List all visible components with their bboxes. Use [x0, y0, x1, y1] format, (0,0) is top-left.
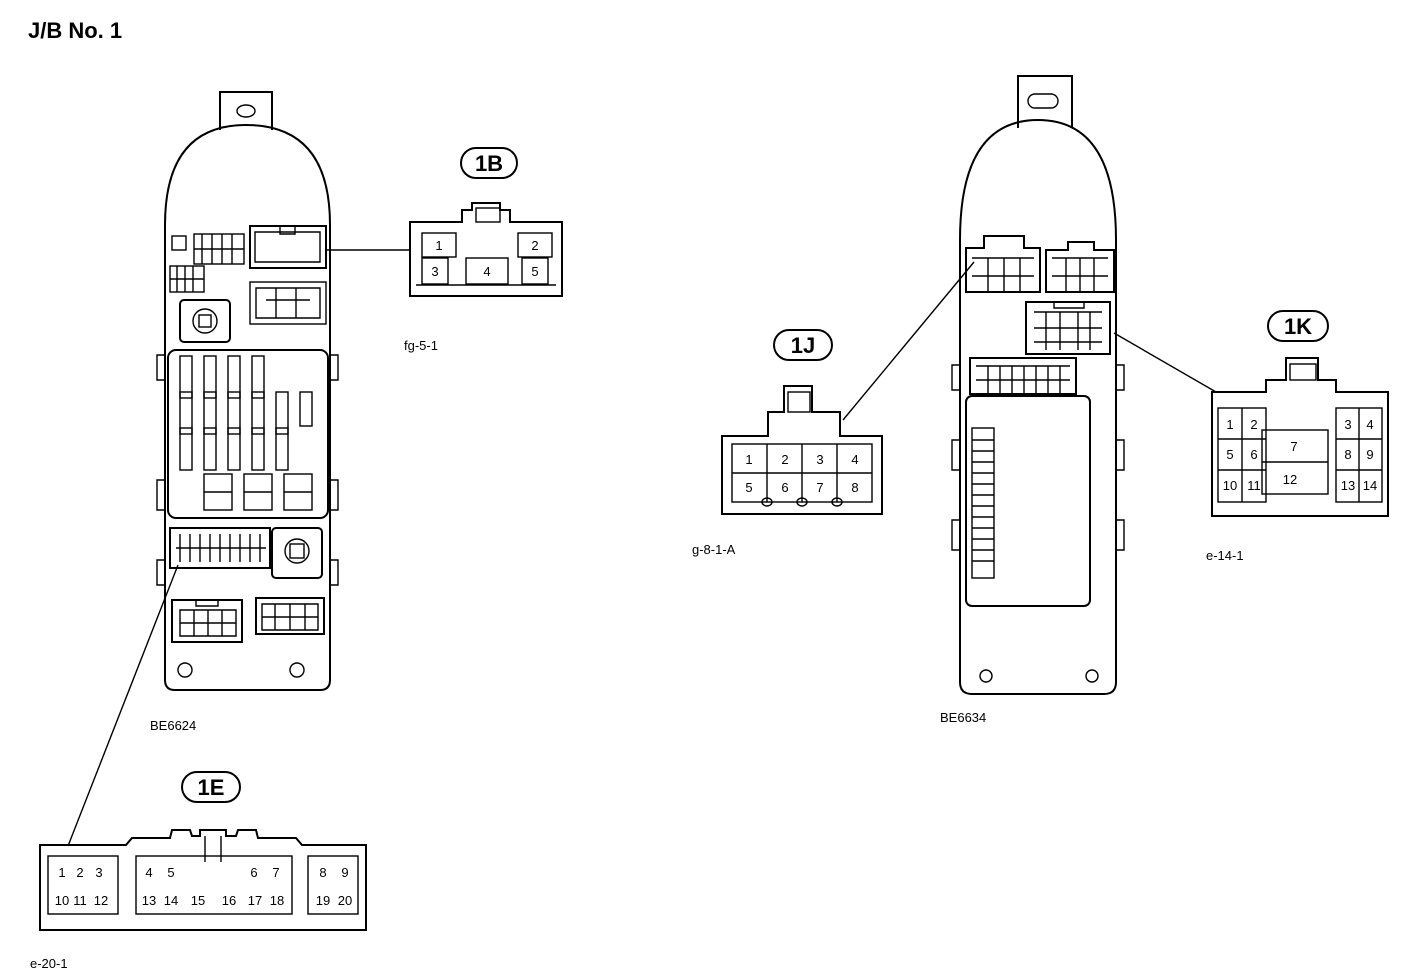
pin-1J-6: 6 — [781, 480, 788, 495]
pin-1E-10: 10 — [55, 893, 69, 908]
fuse-slot — [227, 391, 241, 435]
pin-1K-8: 8 — [1344, 447, 1351, 462]
connector-1B: 1B 1 2 3 4 5 fg-5-1 — [404, 147, 563, 353]
pin-1J-8: 8 — [851, 480, 858, 495]
fuse-slot — [275, 391, 289, 435]
fuse-slot — [275, 427, 289, 471]
slot-strip — [972, 439, 994, 562]
fuse-slot — [299, 391, 313, 427]
pin-1E-20: 20 — [338, 893, 352, 908]
pin-1J-4: 4 — [851, 452, 858, 467]
fuse-slot — [251, 355, 265, 399]
pin-1J-1: 1 — [745, 452, 752, 467]
pin-1K-1: 1 — [1226, 417, 1233, 432]
pin-1K-2: 2 — [1250, 417, 1257, 432]
pin-1E-17: 17 — [248, 893, 262, 908]
fuse-slot — [179, 391, 193, 435]
pin-1J-7: 7 — [816, 480, 823, 495]
fuse-slot — [179, 355, 193, 399]
junction-block-left: BE6624 — [150, 91, 339, 733]
pin-1K-10: 10 — [1223, 478, 1237, 493]
pin-1E-18: 18 — [270, 893, 284, 908]
pin-1K-3: 3 — [1344, 417, 1351, 432]
fuse-slot — [203, 427, 217, 471]
connector-ref-1K: e-14-1 — [1206, 548, 1244, 563]
pin-1E-4: 4 — [145, 865, 152, 880]
junction-block-right: BE6634 — [940, 75, 1125, 725]
pin-1J-2: 2 — [781, 452, 788, 467]
fuse-slot — [251, 391, 265, 435]
pin-1B-4: 4 — [483, 264, 490, 279]
pin-1J-5: 5 — [745, 480, 752, 495]
pin-1E-3: 3 — [95, 865, 102, 880]
connector-tag-1B: 1B — [475, 151, 503, 176]
fuse-slot — [203, 391, 217, 435]
fuse-slot — [227, 427, 241, 471]
block-code-left: BE6624 — [150, 718, 196, 733]
pin-1K-14: 14 — [1363, 478, 1377, 493]
pin-1K-13: 13 — [1341, 478, 1355, 493]
connector-tag-1E: 1E — [198, 775, 225, 800]
pin-1K-9: 9 — [1366, 447, 1373, 462]
pin-1E-9: 9 — [341, 865, 348, 880]
pin-1E-7: 7 — [272, 865, 279, 880]
pin-1E-5: 5 — [167, 865, 174, 880]
pin-1E-6: 6 — [250, 865, 257, 880]
connector-tag-1J: 1J — [791, 333, 815, 358]
fuse-slots — [179, 355, 313, 471]
pin-1E-12: 12 — [94, 893, 108, 908]
connector-tag-1K: 1K — [1284, 314, 1312, 339]
connector-ref-1B: fg-5-1 — [404, 338, 438, 353]
pin-1K-7: 7 — [1290, 439, 1297, 454]
pin-1B-2: 2 — [531, 238, 538, 253]
pin-1B-3: 3 — [431, 264, 438, 279]
pin-1J-3: 3 — [816, 452, 823, 467]
pin-1K-12: 12 — [1283, 472, 1297, 487]
pin-1E-11: 11 — [73, 893, 87, 908]
fuse-slot — [227, 355, 241, 399]
leader-1K — [1113, 332, 1217, 393]
connector-1J: 1J 1 2 3 4 5 6 7 8 g-8-1-A — [692, 329, 883, 557]
fuse-slot — [179, 427, 193, 471]
pin-1E-15: 15 — [191, 893, 205, 908]
fuse-slot — [251, 427, 265, 471]
pin-1K-11: 11 — [1247, 478, 1261, 493]
pin-1B-1: 1 — [435, 238, 442, 253]
pin-1E-13: 13 — [142, 893, 156, 908]
leader-1J — [842, 261, 975, 421]
pins-1J: 1 2 3 4 5 6 7 8 — [745, 452, 858, 495]
leader-1E — [67, 564, 179, 847]
block-code-right: BE6634 — [940, 710, 986, 725]
pin-1K-5: 5 — [1226, 447, 1233, 462]
fuse-slot — [203, 355, 217, 399]
pin-1E-16: 16 — [222, 893, 236, 908]
pin-1E-19: 19 — [316, 893, 330, 908]
connector-ref-1E: e-20-1 — [30, 956, 68, 971]
diagram-title: J/B No. 1 — [28, 18, 122, 43]
pin-1K-6: 6 — [1250, 447, 1257, 462]
pin-1B-5: 5 — [531, 264, 538, 279]
connector-ref-1J: g-8-1-A — [692, 542, 736, 557]
pin-1E-1: 1 — [58, 865, 65, 880]
pin-1E-14: 14 — [164, 893, 178, 908]
pin-1E-2: 2 — [76, 865, 83, 880]
pin-1K-4: 4 — [1366, 417, 1373, 432]
pin-1E-8: 8 — [319, 865, 326, 880]
